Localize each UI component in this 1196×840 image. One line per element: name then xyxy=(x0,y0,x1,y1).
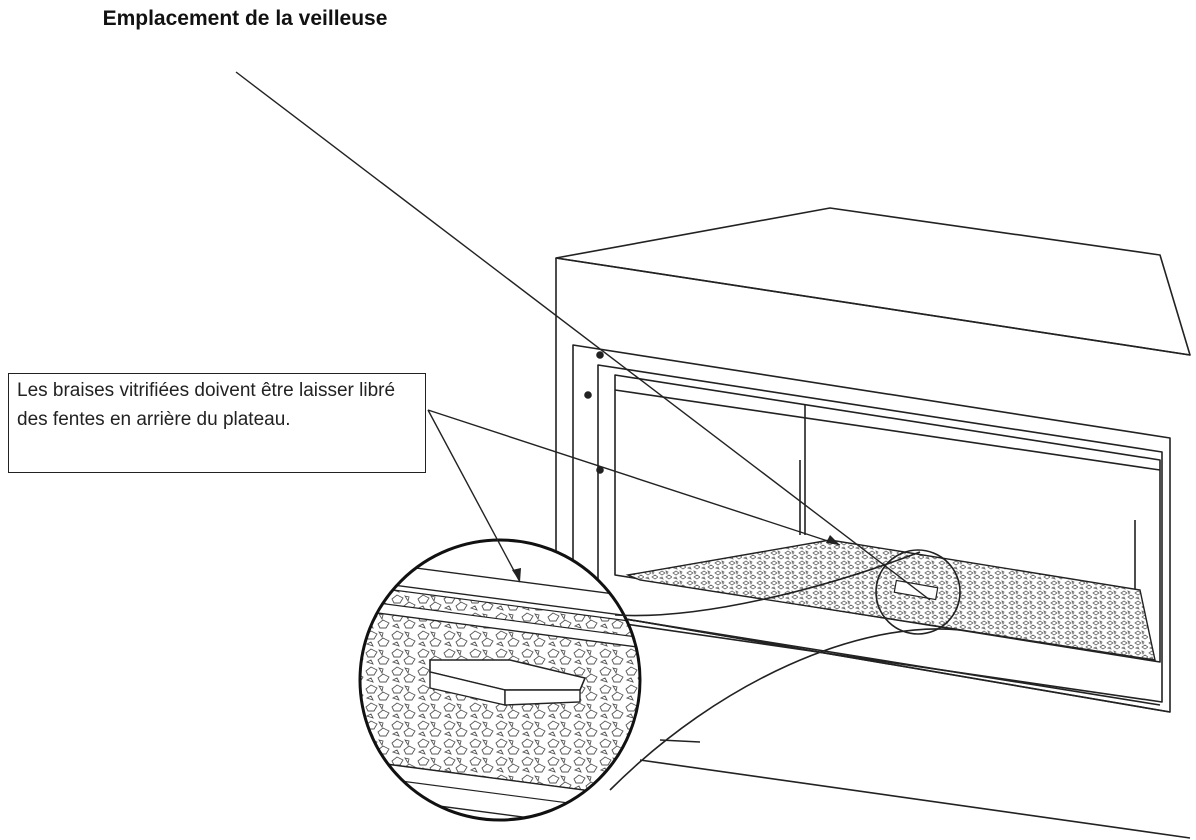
ember-tray xyxy=(625,539,1156,661)
embers-leader-line-2 xyxy=(427,409,521,583)
embers-callout: Les braises vitrifiées doivent être lais… xyxy=(8,373,426,473)
pilot-location-label: Emplacement de la veilleuse xyxy=(102,7,388,30)
pilot-circle xyxy=(875,549,961,635)
fireplace-body xyxy=(555,207,1191,839)
pilot-leader-line xyxy=(235,71,931,601)
embers-leader-line-1 xyxy=(427,409,841,546)
zoom-connector-top xyxy=(614,551,921,617)
magnifier-circle xyxy=(358,538,642,822)
zoom-connector-bottom xyxy=(609,628,961,791)
magnified-inset xyxy=(360,540,640,820)
